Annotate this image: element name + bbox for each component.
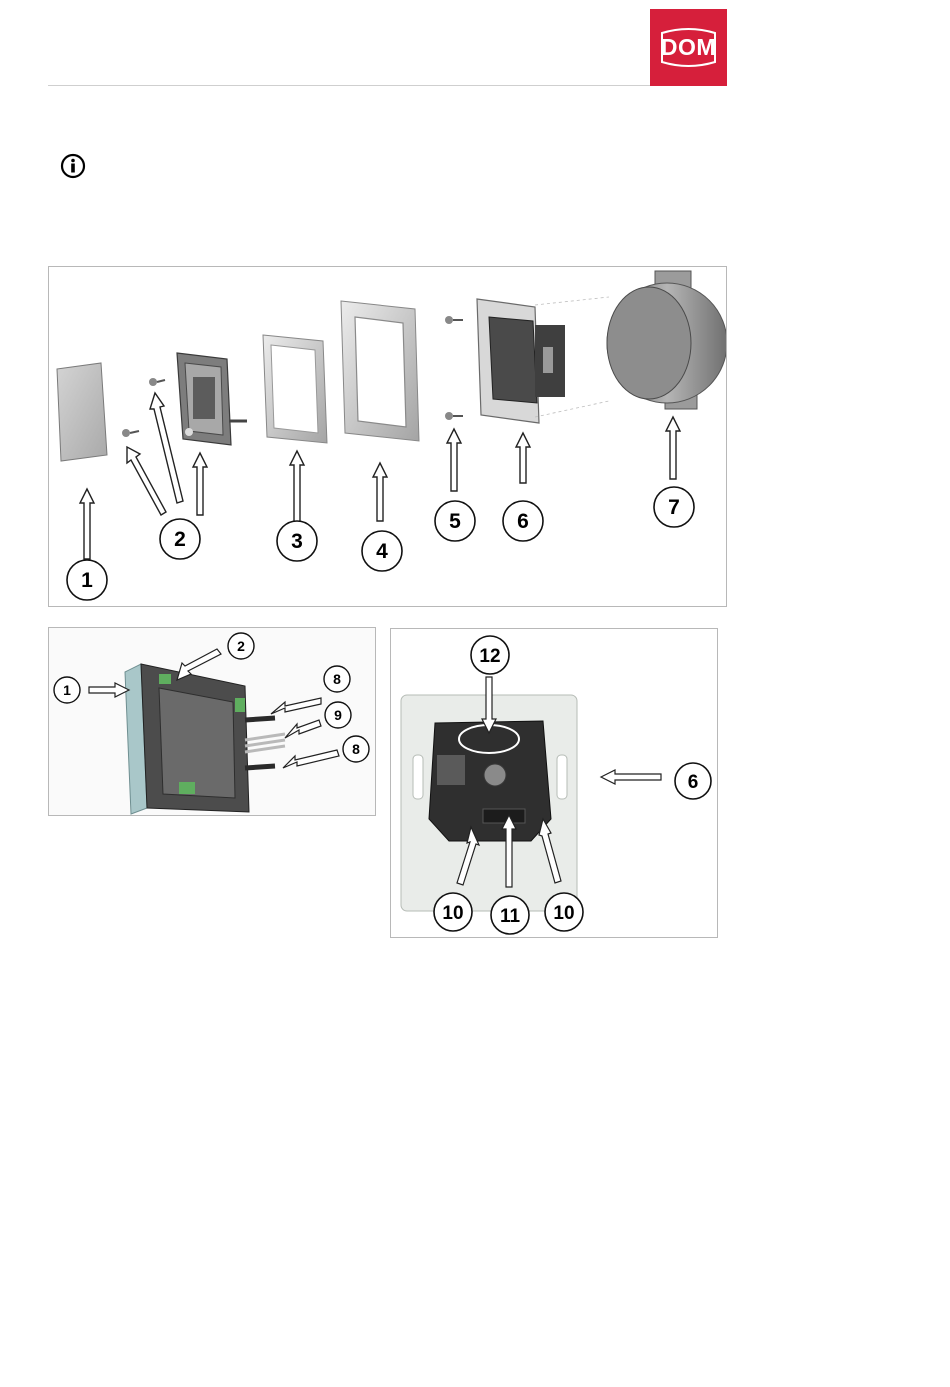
callout-number: 4: [376, 540, 388, 563]
module-side-view-figure: 1 2 8 9 8: [48, 627, 376, 816]
part-mounting-insert: [477, 297, 609, 423]
dom-logo: DOM: [650, 9, 727, 86]
callout-number: 6: [517, 510, 529, 533]
logo-text: DOM: [650, 34, 727, 61]
callout-arrow: [601, 770, 661, 784]
callout-arrow: [150, 393, 183, 503]
insert-front-view-figure: 12 6 10 11 10: [390, 628, 718, 938]
part-screw: [122, 429, 139, 437]
part-screw: [149, 378, 165, 386]
callout-number: 8: [352, 741, 360, 757]
callout-arrow: [666, 417, 680, 479]
callout-number: 8: [333, 671, 341, 687]
callout-number: 7: [668, 496, 680, 519]
callout-arrow: [283, 750, 339, 768]
callout-number: 12: [479, 646, 500, 667]
part-electronics-module: [177, 353, 247, 445]
callout-arrow: [271, 698, 321, 714]
callout-arrow: [447, 429, 461, 491]
exploded-view-figure: 1 2 3 4 5 6 7: [48, 266, 727, 607]
callout-arrow: [177, 649, 221, 680]
callout-number: 10: [442, 903, 463, 924]
callout-arrow: [127, 447, 166, 515]
callout-arrow: [290, 451, 304, 523]
callout-number: 9: [334, 707, 342, 723]
callout-number: 3: [291, 530, 303, 553]
callout-number: 2: [237, 638, 245, 654]
callout-arrow: [516, 433, 530, 483]
callout-number: 10: [553, 903, 574, 924]
callout-number: 1: [81, 569, 93, 592]
callout-arrow: [193, 453, 207, 515]
callout-arrow: [89, 683, 129, 697]
part-screw: [445, 412, 463, 420]
part-inner-frame: [263, 335, 327, 443]
insert-body: [429, 721, 551, 841]
part-screw: [445, 316, 463, 324]
callout-number: 6: [688, 772, 699, 793]
callout-number: 5: [449, 510, 461, 533]
module-body: [125, 664, 285, 814]
part-outer-frame: [341, 301, 419, 441]
callout-number: 11: [500, 906, 521, 927]
callout-number: 1: [63, 682, 71, 698]
callout-number: 2: [174, 528, 186, 551]
header-divider: [48, 85, 650, 86]
callout-arrow: [80, 489, 94, 559]
info-circle-icon: [60, 153, 86, 179]
callout-arrow: [285, 720, 321, 738]
part-flush-box: [607, 271, 726, 409]
callout-arrow: [373, 463, 387, 521]
part-cover-plate: [57, 363, 107, 461]
